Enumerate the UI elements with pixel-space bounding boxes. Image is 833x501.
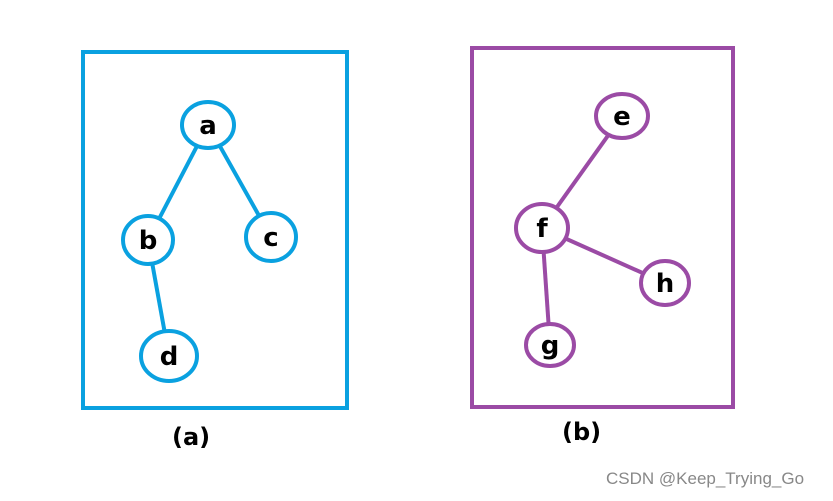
node-g-label: g	[541, 331, 560, 361]
node-e-label: e	[613, 102, 631, 132]
node-b: b	[121, 214, 175, 266]
tree-a-frame	[81, 50, 349, 410]
node-c: c	[244, 211, 298, 263]
node-h: h	[639, 259, 691, 307]
node-c-circle	[244, 211, 298, 263]
node-e-circle	[594, 92, 650, 140]
node-d-circle	[139, 329, 199, 383]
node-c-label: c	[263, 223, 278, 253]
node-e: e	[594, 92, 650, 140]
node-f-label: f	[536, 214, 548, 244]
node-f: f	[514, 202, 570, 254]
node-d: d	[139, 329, 199, 383]
node-b-circle	[121, 214, 175, 266]
tree-b-frame	[470, 46, 735, 409]
node-g-circle	[524, 322, 576, 368]
caption-b: (b)	[562, 418, 602, 446]
node-g: g	[524, 322, 576, 368]
node-a-circle	[180, 100, 236, 150]
node-b-label: b	[139, 226, 158, 256]
node-h-label: h	[656, 269, 675, 299]
node-h-circle	[639, 259, 691, 307]
node-d-label: d	[160, 342, 179, 372]
caption-a: (a)	[172, 423, 211, 451]
node-a: a	[180, 100, 236, 150]
watermark: CSDN @Keep_Trying_Go	[606, 469, 805, 488]
node-a-label: a	[199, 111, 217, 141]
node-f-circle	[514, 202, 570, 254]
